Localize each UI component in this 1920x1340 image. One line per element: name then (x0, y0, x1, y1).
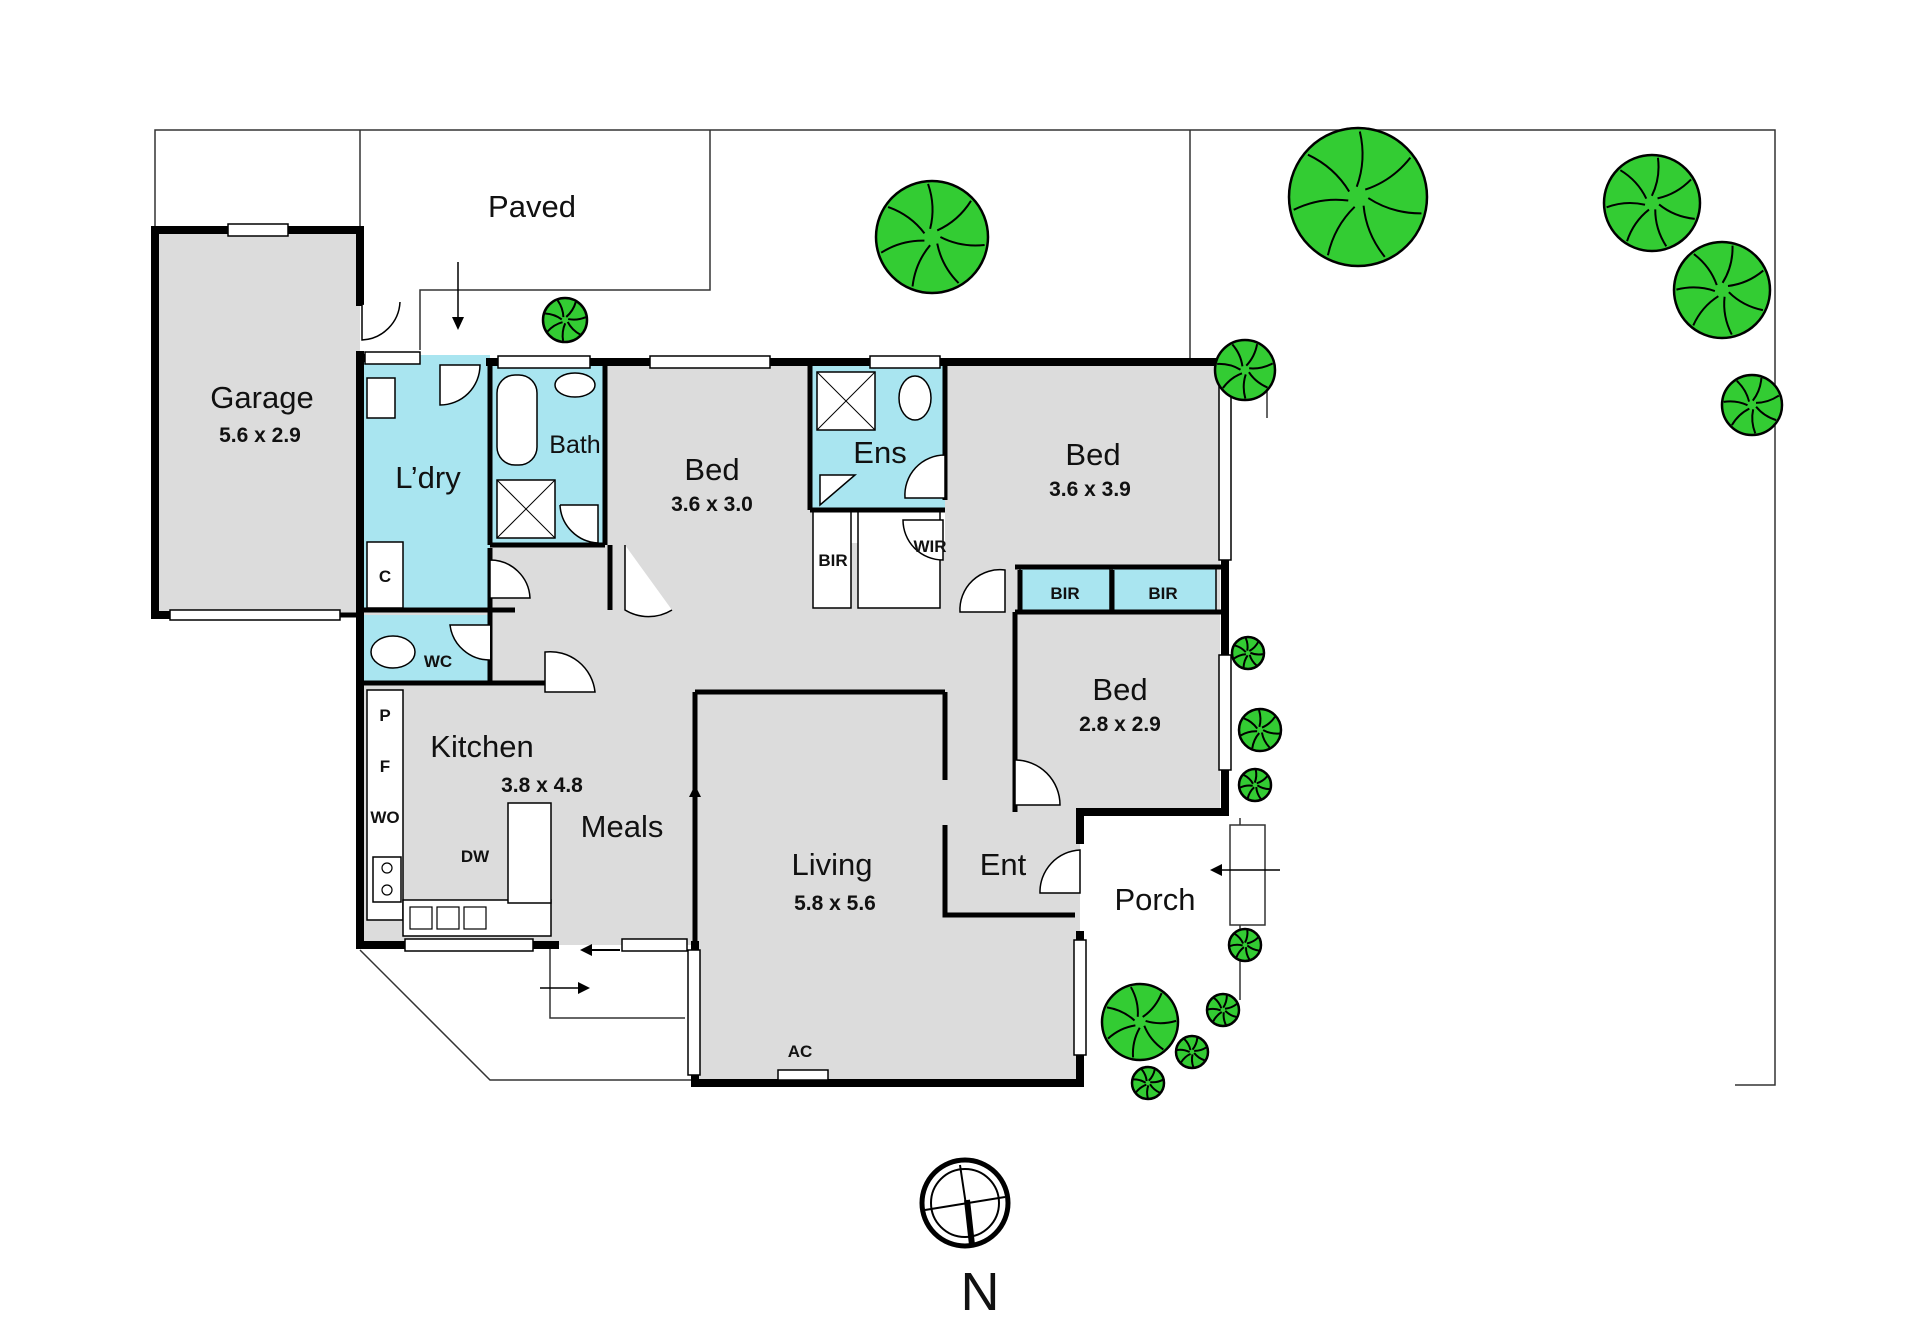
living-west-window (687, 949, 701, 1076)
laundry-hall-door (489, 559, 531, 599)
door-swings (361, 301, 1081, 894)
living-east-window (1073, 939, 1087, 1056)
bed3-dimensions: 2.8 x 2.9 (1079, 713, 1161, 736)
tree-icon (1720, 373, 1784, 437)
front-door (1039, 849, 1081, 894)
wall-oven-label: WO (370, 808, 399, 827)
tree-icon (1174, 1034, 1210, 1070)
dishwasher-label: DW (461, 847, 490, 866)
garage-floor (155, 230, 360, 615)
garage-window (227, 223, 289, 237)
cupboard-box (366, 541, 404, 609)
tree-icon (1672, 240, 1772, 340)
air-con-unit (777, 1069, 829, 1081)
tree-icon (1227, 927, 1263, 963)
wc-toilet (370, 635, 416, 669)
tree-icon (541, 296, 589, 344)
compass-north-label: N (961, 1262, 1000, 1322)
wir-label: WIR (913, 537, 946, 556)
bed3-floor (1015, 612, 1220, 807)
living-label: Living (792, 847, 873, 882)
porch-floor (1085, 825, 1225, 980)
paved-label: Paved (488, 189, 576, 224)
bed3-door (1014, 759, 1061, 806)
meals-window (621, 938, 688, 952)
kitchen-door (544, 650, 596, 693)
tree-icon (1130, 1065, 1166, 1101)
bed3-label: Bed (1092, 672, 1147, 707)
labels: Paved Garage 5.6 x 2.9 L’dry Bath Bed 3.… (210, 189, 1195, 1322)
garage-side-door (361, 301, 401, 341)
bir-box-1 (812, 509, 852, 609)
garage-dimensions: 5.6 x 2.9 (219, 424, 301, 447)
meals-label: Meals (581, 809, 664, 844)
kitchen-label: Kitchen (430, 729, 533, 764)
tree-icon (1230, 635, 1266, 671)
bir1-label: BIR (818, 551, 847, 570)
living-dimensions: 5.8 x 5.6 (794, 892, 876, 915)
bath-window (497, 355, 591, 369)
fridge-label: F (380, 757, 390, 776)
fixtures (366, 371, 1266, 1081)
bed1-label: Bed (684, 452, 739, 487)
tree-icon (1287, 126, 1429, 268)
bed2-door (959, 568, 1006, 613)
bed3-window (1218, 654, 1232, 771)
bed2-label: Bed (1065, 437, 1120, 472)
tree-icon (1237, 707, 1283, 753)
bath-basin (554, 372, 596, 398)
kitchen-window (404, 938, 534, 952)
bed1-window (649, 355, 771, 369)
ensuite-basin (819, 474, 858, 507)
tree-icon (1100, 982, 1180, 1062)
ensuite-label: Ens (853, 435, 906, 470)
wir-door (902, 519, 944, 561)
sink-bowl-2 (436, 906, 460, 930)
ensuite-window (869, 355, 941, 369)
garage-door (169, 609, 341, 621)
sink-bowl-3 (463, 906, 487, 930)
windows (169, 223, 1232, 1076)
bath-label: Bath (549, 431, 600, 459)
cupboard-label: C (379, 567, 391, 586)
tree-icon (1237, 767, 1273, 803)
laundry-window (364, 351, 421, 365)
bed1-door (624, 545, 673, 618)
bathtub (496, 374, 538, 466)
north-compass (919, 1157, 1011, 1249)
bed2-window (1218, 384, 1232, 561)
porch-steps (1229, 824, 1266, 926)
laundry-tub (366, 377, 396, 419)
bath-door (559, 504, 599, 544)
bed2-dimensions: 3.6 x 3.9 (1049, 478, 1131, 501)
laundry-door (439, 364, 481, 406)
kitchen-dimensions: 3.8 x 4.8 (501, 774, 583, 797)
tree-icon (874, 179, 990, 295)
tree-icon (1213, 338, 1277, 402)
garden-trees (541, 126, 1784, 1101)
laundry-label: L’dry (395, 460, 461, 495)
tree-icon (1205, 992, 1241, 1028)
tree-icon (1602, 153, 1702, 253)
sink-bowl-1 (409, 906, 433, 930)
ensuite-toilet (898, 375, 932, 421)
bir2-label: BIR (1050, 584, 1079, 603)
pantry-label: P (379, 706, 390, 725)
arrows (452, 262, 1280, 994)
compass-needle-south (964, 1199, 975, 1246)
wc-label: WC (424, 652, 452, 671)
porch-label: Porch (1115, 882, 1196, 917)
wc-door (449, 624, 491, 661)
air-con-label: AC (788, 1042, 813, 1061)
entry-label: Ent (980, 847, 1027, 882)
bir3-label: BIR (1148, 584, 1177, 603)
kitchen-island (507, 802, 552, 904)
bed1-dimensions: 3.6 x 3.0 (671, 493, 753, 516)
ensuite-door (904, 454, 946, 499)
garage-label: Garage (210, 380, 313, 415)
